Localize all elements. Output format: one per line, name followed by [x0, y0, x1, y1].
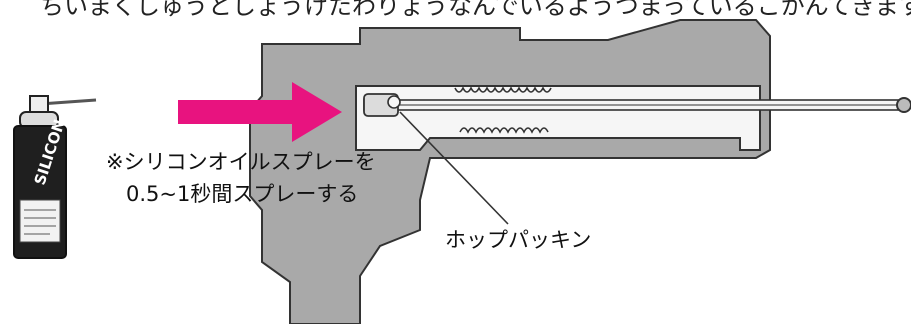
note-line-2: 0.5~1秒間スプレーする [126, 182, 359, 206]
note-line-1: ※シリコンオイルスプレーを [106, 150, 376, 174]
right-arrow-icon [178, 82, 342, 142]
upper-spring [454, 86, 552, 93]
hop-packing-bump [387, 95, 401, 109]
can-label-panel [19, 199, 61, 243]
leader-line [399, 111, 509, 225]
lower-spring [459, 127, 549, 134]
rod-tip-ball [896, 97, 911, 113]
hop-packing-label: ホップパッキン [445, 228, 592, 252]
spray-nozzle-tube [39, 98, 97, 106]
spray-can-icon: SILICON [13, 95, 97, 259]
cropped-top-text: ちいまくしゅうとしょうけたわりょうなんでいるようつまっているこかんてきます [40, 0, 911, 20]
